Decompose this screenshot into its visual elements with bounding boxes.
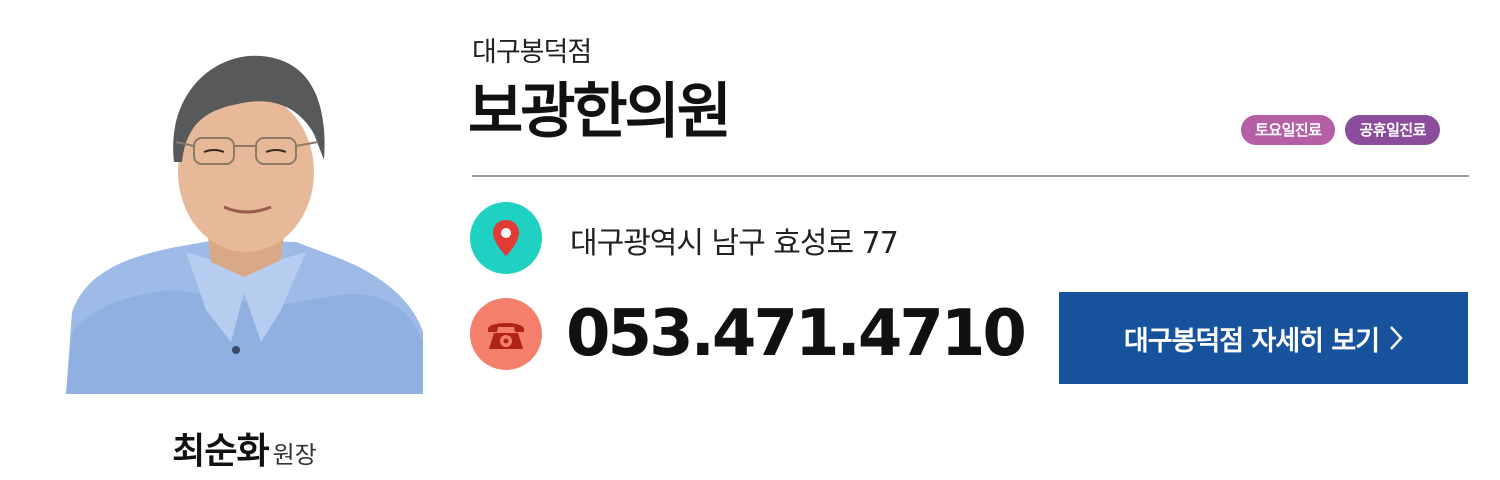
chevron-right-icon <box>1389 325 1403 351</box>
branch-detail-button-label: 대구봉덕점 자세히 보기 <box>1123 325 1380 357</box>
service-badges: 토요일진료 공휴일진료 <box>1240 115 1440 145</box>
badge-saturday: 토요일진료 <box>1240 115 1336 145</box>
doctor-name: 최순화 <box>172 431 269 472</box>
address-text: 대구광역시 남구 효성로 77 <box>570 226 899 261</box>
doctor-role: 원장 <box>272 441 317 469</box>
doctor-photo <box>66 42 423 394</box>
clinic-name: 보광한의원 <box>468 77 732 147</box>
branch-name: 대구봉덕점 <box>472 37 592 68</box>
divider <box>472 175 1469 177</box>
telephone-icon <box>470 298 542 370</box>
phone-number[interactable]: 053.471.4710 <box>566 297 1027 371</box>
branch-detail-button[interactable]: 대구봉덕점 자세히 보기 <box>1059 292 1468 384</box>
map-pin-icon <box>470 202 542 274</box>
badge-holiday: 공휴일진료 <box>1345 115 1440 145</box>
